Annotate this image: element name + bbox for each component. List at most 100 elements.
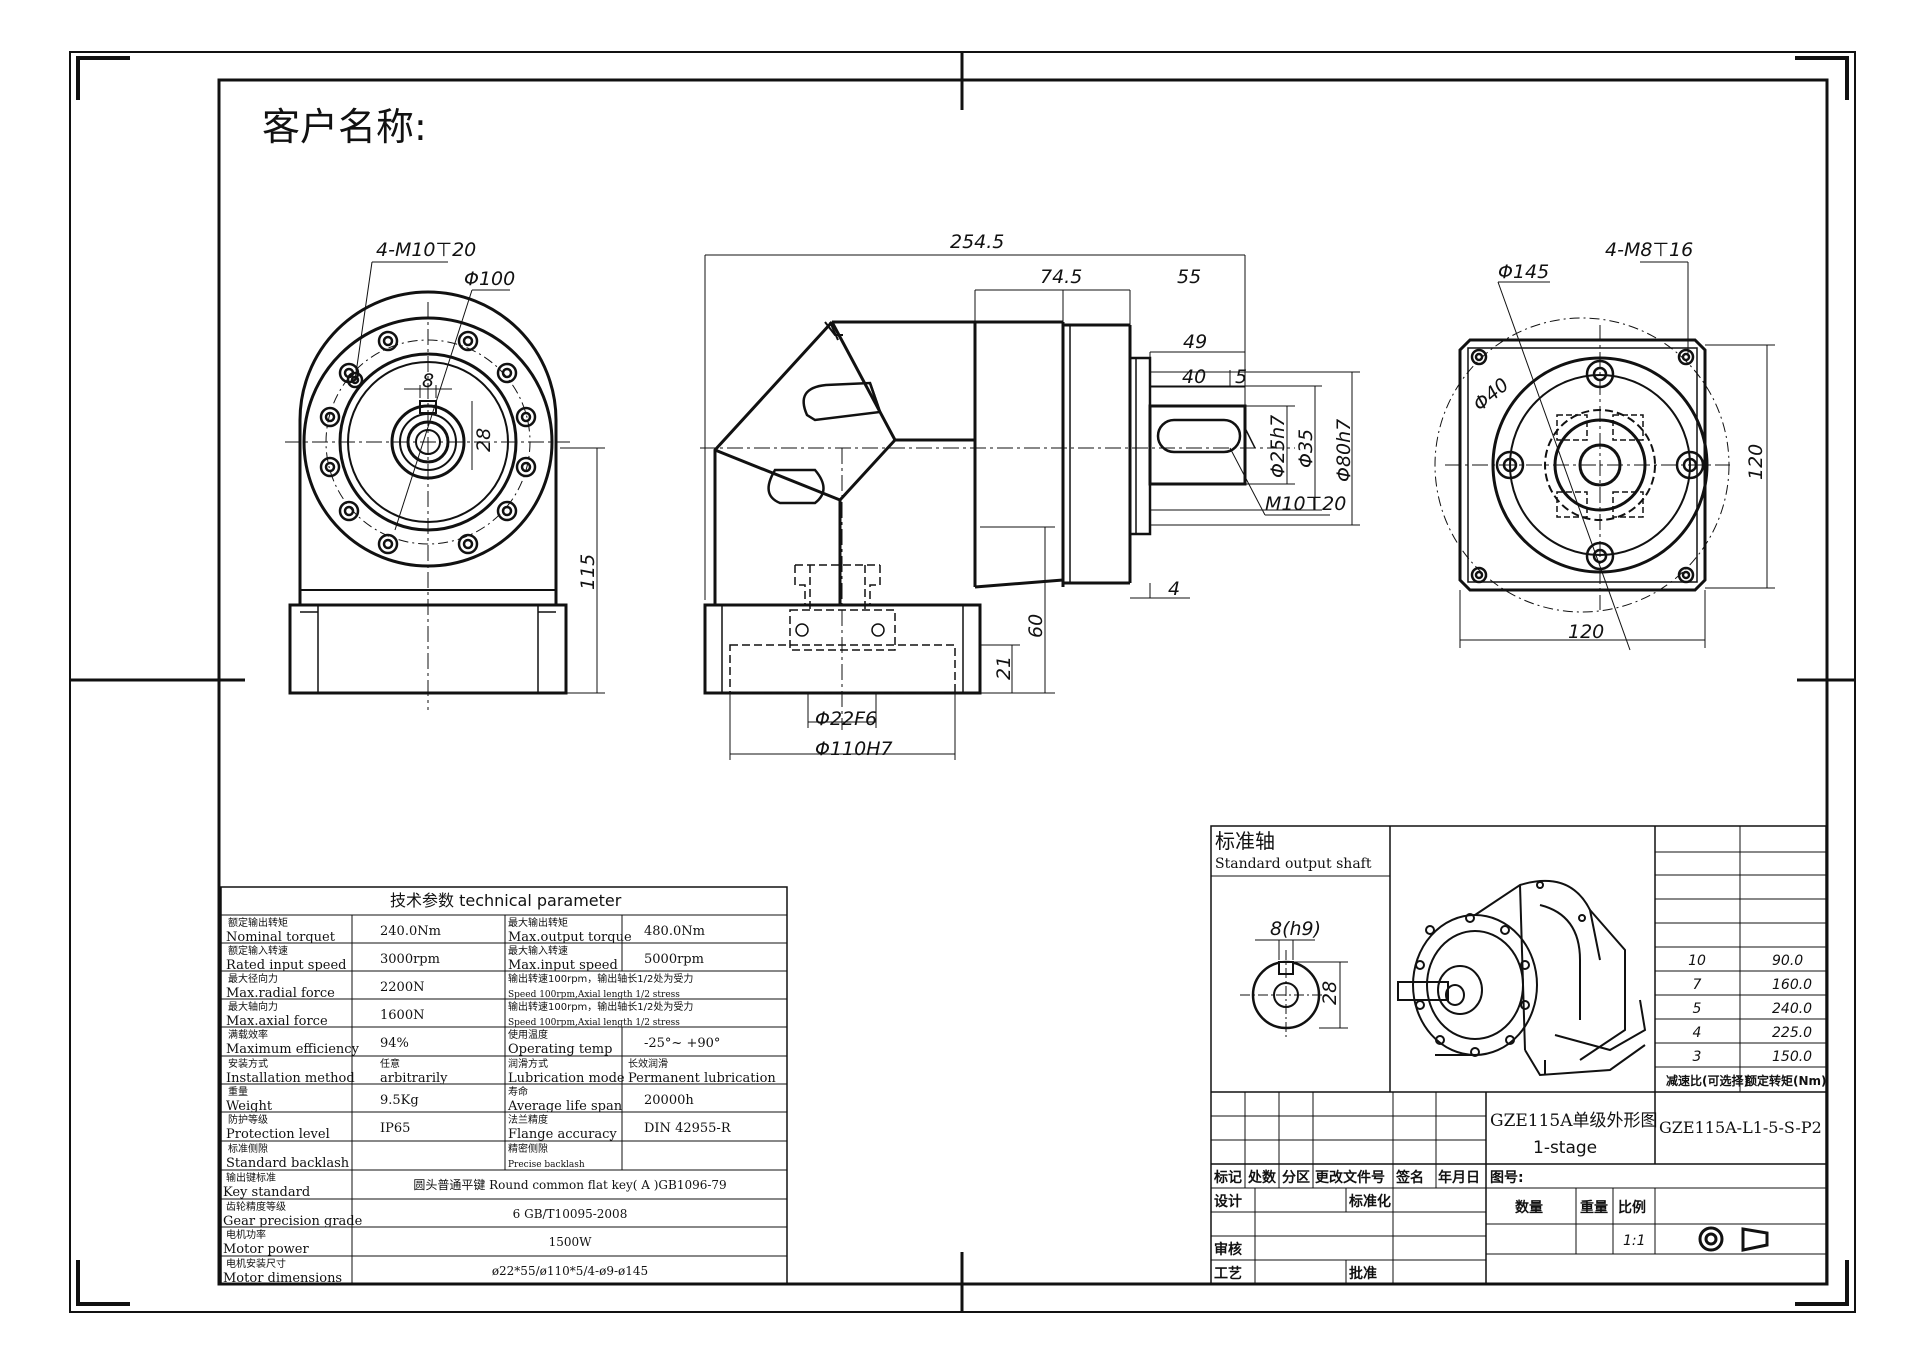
- dim-height-21: 21: [993, 656, 1015, 680]
- tb-nianyueri: 年月日: [1438, 1169, 1480, 1186]
- drawing-name-line1: GZE115A单级外形图: [1490, 1111, 1658, 1131]
- ratio-value: 3: [1693, 1049, 1702, 1065]
- tech-row-value2: DIN 42955-R: [644, 1121, 732, 1136]
- tech-row-label-cn: 最大径向力: [228, 972, 278, 985]
- tech-wide-label-cn: 输出键标准: [226, 1171, 276, 1184]
- tech-wide-value: 6 GB/T10095-2008: [513, 1207, 628, 1221]
- tech-row-label2-en: Precise backlash: [508, 1160, 585, 1170]
- tb-bili: 比例: [1618, 1199, 1646, 1216]
- tech-row-label2-en: Flange accuracy: [508, 1127, 617, 1142]
- dim-motor-spigot: Φ110H7: [815, 738, 893, 760]
- tech-row-value: 240.0Nm: [380, 924, 441, 939]
- tech-row-label-en: Max.radial force: [226, 986, 335, 1001]
- shaft-box-title-en: Standard output shaft: [1215, 856, 1372, 872]
- tb-shenhe: 审核: [1214, 1241, 1242, 1258]
- tech-row-label-cn: 标准侧隙: [228, 1142, 268, 1155]
- tech-row-label2-en: Max.output torque: [508, 930, 632, 945]
- dim-motor-shaft: Φ22F6: [815, 708, 877, 730]
- tech-table-title: 技术参数 technical parameter: [390, 891, 622, 910]
- tb-qianming: 签名: [1395, 1169, 1424, 1186]
- tech-row-label2-cn: 输出转速100rpm，输出轴长1/2处为受力: [508, 972, 693, 985]
- dim-right-holes: 4-M8⊤16: [1605, 239, 1693, 261]
- tech-wide-label-cn: 齿轮精度等级: [226, 1200, 286, 1213]
- tech-row-value: 1600N: [380, 1008, 424, 1023]
- tech-row-label2-en: Max.input speed: [508, 958, 618, 973]
- tech-wide-value: 圆头普通平键 Round common flat key( A )GB1096-…: [413, 1178, 726, 1192]
- tb-zhongliang: 重量: [1580, 1199, 1608, 1216]
- dim-40: 40: [1182, 366, 1206, 388]
- tech-row-label-en: Nominal torquet: [226, 930, 336, 945]
- tech-row-value2: Permanent lubrication: [628, 1071, 776, 1086]
- dim-74-5: 74.5: [1040, 266, 1082, 288]
- torque-value: 90.0: [1772, 953, 1803, 969]
- dim-front-height: 115: [577, 554, 599, 590]
- tb-chushu: 处数: [1247, 1169, 1277, 1186]
- gearbox-isometric-image: [1397, 879, 1647, 1077]
- tech-row-label-cn: 最大轴向力: [228, 1000, 278, 1013]
- dim-4: 4: [1168, 578, 1180, 600]
- projection-symbol-icon: [1698, 1226, 1769, 1252]
- tech-row-label2-cn: 法兰精度: [508, 1113, 548, 1126]
- tech-wide-label-en: Motor dimensions: [223, 1271, 342, 1286]
- tech-row-label-en: Rated input speed: [226, 958, 347, 973]
- dim-spigot-d35: Φ35: [1295, 429, 1317, 468]
- dim-right-width: 120: [1568, 621, 1604, 643]
- tech-wide-value: ø22*55/ø110*5/4-ø9-ø145: [492, 1264, 648, 1278]
- tech-row-value: 9.5Kg: [380, 1093, 419, 1108]
- dim-front-key: 8: [422, 370, 434, 392]
- dim-55: 55: [1177, 266, 1201, 288]
- tech-row-value: 2200N: [380, 980, 424, 995]
- customer-name-label: 客户名称:: [262, 105, 427, 149]
- tech-row-value2: -25°~ +90°: [644, 1036, 720, 1051]
- dim-spigot-d80: Φ80h7: [1333, 419, 1355, 482]
- tech-row-label2-en: Average life span: [507, 1099, 623, 1114]
- standard-shaft-box: 标准轴 Standard output shaft 8(h9) 28: [1210, 825, 1827, 1285]
- front-view: [285, 261, 605, 710]
- tech-row-label2-en: Lubrication mode: [508, 1071, 625, 1086]
- tech-row-label2-cn: 寿命: [508, 1085, 528, 1098]
- tech-row-label-en: Standard backlash: [226, 1156, 350, 1171]
- side-view-dimensions: 254.5 74.5 55 49 40 5 Φ25h7 Φ35 Φ80h7 M1…: [815, 231, 1355, 760]
- dim-5: 5: [1235, 366, 1247, 388]
- dim-49: 49: [1183, 331, 1207, 353]
- dim-height-60: 60: [1025, 614, 1047, 638]
- dim-front-pcd: Φ100: [464, 268, 515, 290]
- tech-row-label-en: Max.axial force: [226, 1014, 328, 1029]
- tech-row-value: 3000rpm: [380, 952, 440, 967]
- tech-row-label2-cn: 输出转速100rpm，输出轴长1/2处为受力: [508, 1000, 693, 1013]
- tech-row-label2-en: Speed 100rpm,Axial length 1/2 stress: [508, 990, 680, 1000]
- tech-row-value: 94%: [380, 1036, 409, 1051]
- tech-wide-value: 1500W: [549, 1235, 593, 1249]
- tb-fenqu: 分区: [1282, 1170, 1310, 1186]
- ratio-header: 减速比(可选择): [1666, 1073, 1749, 1088]
- tech-wide-label-en: Key standard: [223, 1185, 310, 1200]
- tech-row-label-en: Protection level: [226, 1127, 330, 1142]
- side-view: [700, 254, 1360, 760]
- tb-biaoji: 标记: [1213, 1169, 1242, 1186]
- tech-wide-label-en: Motor power: [223, 1242, 310, 1257]
- tech-row-label-cn: 重量: [228, 1085, 248, 1098]
- tech-row-label-cn: 满载效率: [228, 1028, 268, 1041]
- tech-row-value2: 480.0Nm: [644, 924, 705, 939]
- torque-value: 150.0: [1772, 1049, 1812, 1065]
- tb-genggai: 更改文件号: [1315, 1169, 1385, 1186]
- ratio-value: 5: [1693, 1001, 1702, 1017]
- tb-biaozhunhua: 标准化: [1348, 1193, 1391, 1210]
- tb-gongyi: 工艺: [1214, 1265, 1242, 1282]
- front-view-dimensions: 4-M10⊤20 Φ100 8 28 115: [376, 239, 599, 590]
- torque-value: 225.0: [1772, 1025, 1812, 1041]
- tech-row-label2-cn: 最大输出转矩: [508, 916, 568, 929]
- tech-row-value2: 20000h: [644, 1093, 694, 1108]
- tb-shuliang: 数量: [1515, 1199, 1543, 1216]
- sheet-frame: [69, 51, 1856, 1313]
- tech-row-value-cn: 任意: [380, 1057, 400, 1070]
- shaft-box-title-cn: 标准轴: [1215, 829, 1275, 853]
- dim-right-pcd: Φ145: [1498, 261, 1549, 283]
- shaft-key-width: 8(h9): [1270, 918, 1321, 940]
- tech-row-value: IP65: [380, 1121, 410, 1136]
- dim-total-length: 254.5: [950, 231, 1004, 253]
- dim-shaft-thread: M10⊤20: [1265, 493, 1346, 515]
